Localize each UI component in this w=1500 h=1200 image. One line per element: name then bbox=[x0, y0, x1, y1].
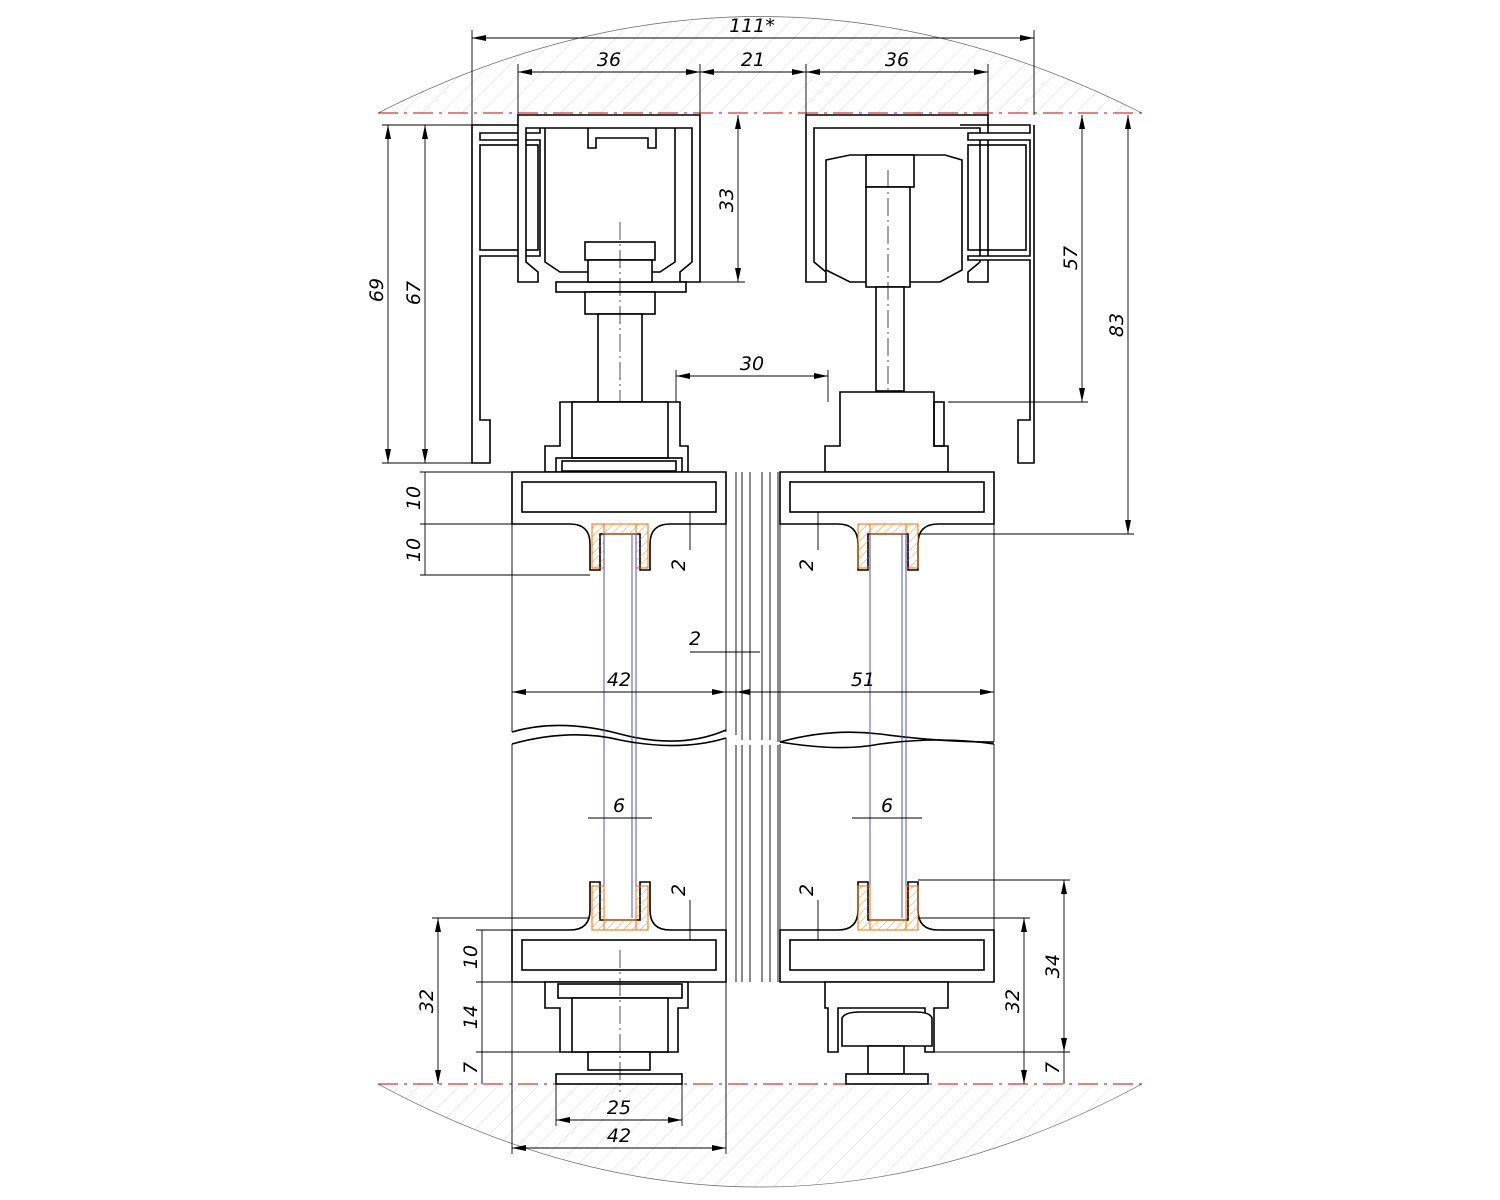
dim-7-left: 7 bbox=[460, 1062, 482, 1074]
dim-25: 25 bbox=[607, 1097, 631, 1119]
left-door-upper bbox=[511, 471, 727, 742]
dimension-arrows bbox=[385, 35, 1131, 1151]
middle-brush-seal bbox=[735, 472, 779, 982]
dim-42-panel: 42 bbox=[607, 669, 631, 691]
dim-2-gap: 2 bbox=[689, 628, 701, 650]
dim-6-left: 6 bbox=[613, 795, 625, 817]
dim-10-top: 10 bbox=[403, 486, 425, 510]
glass-panes bbox=[603, 534, 907, 918]
dim-33: 33 bbox=[716, 188, 738, 212]
right-door-upper bbox=[779, 471, 995, 743]
right-top-track-profile bbox=[805, 114, 1035, 464]
left-top-track-profile bbox=[471, 114, 701, 464]
dim-2-top-left: 2 bbox=[668, 559, 690, 571]
dim-36-right: 36 bbox=[885, 49, 909, 71]
dim-21: 21 bbox=[741, 49, 765, 71]
dim-67: 67 bbox=[403, 281, 425, 305]
dim-51-panel: 51 bbox=[851, 669, 875, 691]
dim-42-bottom: 42 bbox=[607, 1125, 631, 1147]
dim-32-right: 32 bbox=[1002, 989, 1024, 1013]
dimension-lines bbox=[382, 30, 1134, 1154]
left-top-carriage-mount bbox=[544, 401, 689, 475]
dim-32-left: 32 bbox=[416, 989, 438, 1013]
dim-6-right: 6 bbox=[881, 795, 893, 817]
right-door-lower bbox=[779, 739, 995, 983]
dim-7-right: 7 bbox=[1042, 1062, 1064, 1074]
dim-2-bottom-right: 2 bbox=[796, 884, 818, 896]
dim-30: 30 bbox=[740, 353, 764, 375]
ceiling-section bbox=[377, 16, 1143, 114]
right-top-carriage-mount bbox=[824, 391, 949, 473]
dim-83: 83 bbox=[1106, 313, 1128, 337]
dim-111: 111* bbox=[729, 15, 775, 37]
floor-section bbox=[377, 1083, 1143, 1188]
dim-34: 34 bbox=[1042, 954, 1064, 978]
dim-57: 57 bbox=[1060, 246, 1082, 270]
dim-10-bottom: 10 bbox=[460, 945, 482, 969]
dim-69: 69 bbox=[366, 278, 388, 302]
right-bottom-guide bbox=[824, 981, 949, 1085]
dim-2-top-right: 2 bbox=[796, 559, 818, 571]
dim-36-left: 36 bbox=[597, 49, 621, 71]
left-bottom-guide bbox=[544, 950, 689, 1092]
left-door-lower bbox=[511, 734, 727, 983]
dim-10-groove: 10 bbox=[403, 538, 425, 562]
dimension-labels: 111* 36 21 36 33 69 67 57 83 30 10 10 2 … bbox=[366, 15, 1128, 1147]
dim-2-bottom-left: 2 bbox=[668, 884, 690, 896]
dim-14: 14 bbox=[460, 1005, 482, 1029]
